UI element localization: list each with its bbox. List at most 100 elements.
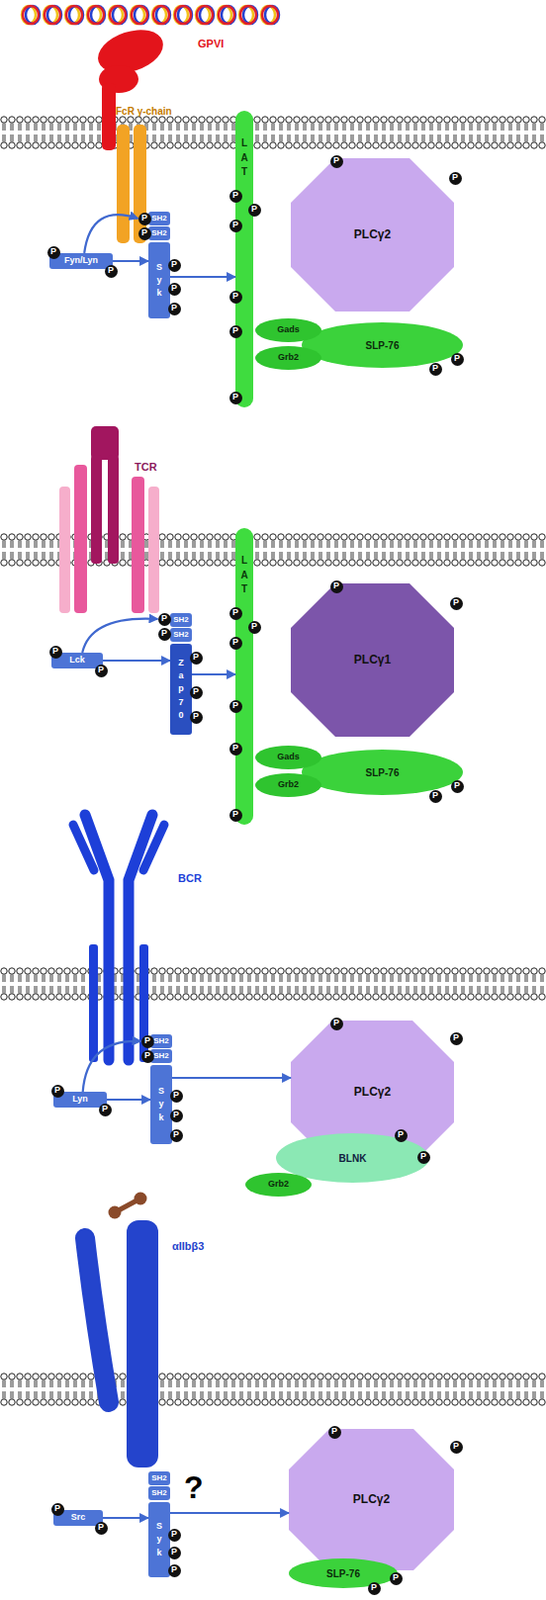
drawing-part bbox=[248, 621, 262, 635]
phospho-site: P bbox=[229, 391, 243, 405]
phospho-site: P bbox=[451, 353, 464, 366]
drawing-part bbox=[74, 464, 88, 614]
drawing-part bbox=[150, 1049, 173, 1064]
drawing-part bbox=[229, 290, 243, 304]
drawing-part bbox=[245, 1173, 312, 1197]
drawing-part bbox=[229, 219, 243, 233]
phospho-label: P bbox=[171, 283, 178, 294]
phospho-label: P bbox=[454, 354, 460, 364]
phospho-site: P bbox=[138, 227, 152, 241]
drawing-part bbox=[450, 597, 463, 611]
drawing-part bbox=[73, 815, 165, 1061]
drawing-part bbox=[301, 322, 463, 368]
phospho-label: P bbox=[452, 173, 458, 183]
drawing-part bbox=[116, 124, 147, 244]
phospho-site: P bbox=[229, 219, 243, 233]
drawing-part bbox=[148, 1486, 171, 1501]
protein-label: SH2 bbox=[151, 1474, 168, 1484]
signal-arrow bbox=[172, 1077, 291, 1080]
drawing-part bbox=[138, 212, 152, 226]
phospho-site: P bbox=[168, 302, 182, 316]
protein-label: PLCγ2 bbox=[354, 1086, 391, 1099]
drawing-part bbox=[394, 1129, 408, 1143]
phospho-site: P bbox=[168, 259, 182, 273]
phospho-label: P bbox=[171, 1547, 178, 1558]
protein-label: PLCγ2 bbox=[353, 1493, 390, 1507]
drawing-part bbox=[168, 282, 182, 296]
protein-label: Syk bbox=[157, 1085, 165, 1124]
drawing-part bbox=[150, 1065, 173, 1145]
phospho-site: P bbox=[98, 1103, 112, 1117]
drawing-part bbox=[450, 1441, 463, 1455]
signal-arrow bbox=[170, 1512, 289, 1515]
drawing-part bbox=[85, 1238, 109, 1403]
drawing-part bbox=[141, 1035, 155, 1049]
protein-label: BCR bbox=[178, 872, 202, 885]
protein-box: SH2 bbox=[150, 1034, 173, 1049]
drawing-part bbox=[0, 967, 546, 1001]
drawing-part bbox=[255, 773, 322, 798]
protein-label: TCR bbox=[134, 460, 158, 473]
phospho-label: P bbox=[392, 1573, 399, 1584]
drawing-part bbox=[94, 1522, 108, 1536]
drawing-part bbox=[148, 226, 171, 241]
phospho-site: P bbox=[394, 1129, 408, 1143]
drawing-part bbox=[290, 583, 455, 737]
protein-bar: Syk bbox=[148, 242, 171, 319]
drawing-part bbox=[367, 1582, 381, 1596]
phospho-label: P bbox=[454, 781, 460, 792]
phospho-site: P bbox=[229, 325, 243, 339]
drawing-part bbox=[170, 1109, 183, 1123]
drawing-part bbox=[170, 628, 192, 642]
protein-label: LAT bbox=[240, 136, 249, 181]
adaptor-ellipse: SLP-76 bbox=[288, 1558, 398, 1589]
protein-label: Lyn bbox=[72, 1094, 89, 1105]
phospho-site: P bbox=[229, 189, 243, 203]
drawing-part bbox=[389, 1572, 403, 1586]
receptor-shape: αIIbβ3 bbox=[69, 1212, 260, 1470]
receptor-shape-outline bbox=[69, 806, 228, 1065]
drawing-part bbox=[229, 391, 243, 405]
drawing-part bbox=[450, 1032, 463, 1046]
edge-label: ? bbox=[182, 1471, 206, 1504]
phospho-site: P bbox=[450, 597, 463, 611]
phospho-site: P bbox=[141, 1035, 155, 1049]
protein-label: Src bbox=[71, 1513, 87, 1524]
drawing-part bbox=[51, 1503, 65, 1517]
phospho-site: P bbox=[429, 363, 443, 376]
drawing-part bbox=[49, 645, 63, 659]
phospho-label: P bbox=[144, 1036, 151, 1047]
receptor-shape-outline bbox=[69, 1212, 260, 1470]
protein-label: SH2 bbox=[151, 229, 168, 239]
protein-label: SLP-76 bbox=[365, 340, 400, 352]
protein-label: Grb2 bbox=[277, 780, 299, 791]
receptor-shape-outline bbox=[54, 423, 179, 616]
protein-label: SH2 bbox=[151, 214, 168, 224]
drawing-part bbox=[0, 1372, 546, 1407]
protein-box: SH2 bbox=[148, 1471, 171, 1486]
phospho-label: P bbox=[397, 1130, 404, 1141]
drawing-part bbox=[49, 253, 113, 270]
phospho-site: P bbox=[367, 1582, 381, 1596]
drawing-part bbox=[229, 325, 243, 339]
protein-label: BLNK bbox=[339, 1153, 367, 1165]
drawing-part bbox=[301, 749, 463, 796]
protein-label: Lck bbox=[69, 655, 86, 666]
protein-label: PLCγ2 bbox=[354, 228, 391, 242]
drawing-part bbox=[255, 346, 322, 370]
protein-label: FcR γ-chain bbox=[115, 105, 173, 117]
phospho-label: P bbox=[171, 303, 178, 314]
protein-label: SLP-76 bbox=[326, 1568, 361, 1580]
enzyme-octagon: PLCγ2 bbox=[290, 1020, 455, 1165]
drawing-part bbox=[148, 486, 160, 614]
phospho-site: P bbox=[104, 265, 118, 278]
drawing-part bbox=[91, 426, 119, 460]
protein-label: SH2 bbox=[153, 1052, 170, 1062]
phospho-site: P bbox=[49, 645, 63, 659]
signal-arrow bbox=[102, 1517, 149, 1520]
phospho-label: P bbox=[251, 622, 258, 633]
phospho-site: P bbox=[450, 1441, 463, 1455]
phospho-label: P bbox=[171, 260, 178, 271]
protein-box: Src bbox=[53, 1510, 103, 1527]
